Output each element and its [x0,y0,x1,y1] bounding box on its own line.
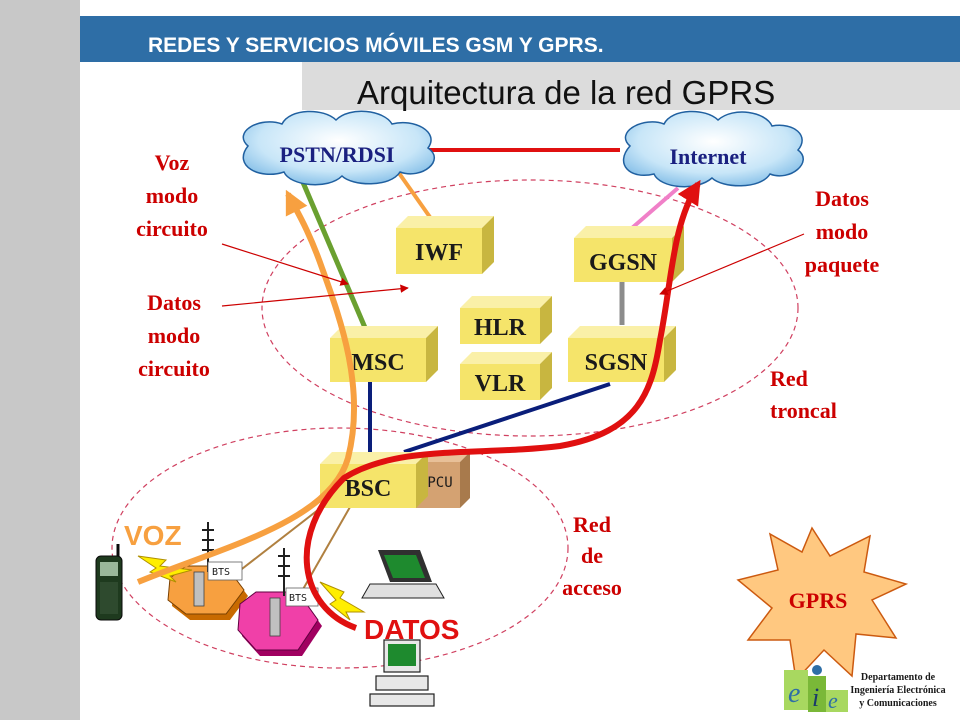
title-band [302,62,960,110]
vlr-label: VLR [475,371,526,397]
voz-label: VOZ [124,520,182,551]
annotation-line: Voz [155,150,190,175]
annotation-line: modo [146,183,199,208]
annotation-line: Red [573,512,611,537]
laptop-icon [361,550,445,599]
department-line: y Comunicaciones [859,698,937,709]
svg-text:e: e [828,688,838,713]
iwf-pstn-link [392,164,434,222]
voz-circuito-pointer [221,243,349,286]
annotation-line: acceso [562,575,622,600]
bts-label-2: BTS [289,593,307,604]
ggsn-node: GGSN [574,226,684,282]
iwf-label: IWF [415,240,463,266]
ggsn-label: GGSN [589,250,658,276]
internet-label: Internet [670,144,748,169]
mobile-phone-icon [95,544,123,621]
bts-label-1: BTS [212,567,230,578]
internet-cloud: Internet [623,110,804,188]
datos-circuito-pointer [221,284,409,307]
annotation-datos-modo-circuito: Datos modo circuito [138,290,210,381]
annotation-red-de-acceso: Red de acceso [562,512,622,600]
lightning-bolt-icon [319,581,366,621]
bsc-label: BSC [345,476,392,502]
access-network-ellipse [111,427,569,669]
hlr-label: HLR [474,315,527,341]
department-name: Departamento de Ingeniería Electrónica y… [850,672,945,709]
gprs-label: GPRS [789,588,848,613]
department-logo: e i e [784,665,848,713]
annotation-line: Red [770,366,808,391]
bts-cell-2: BTS [237,548,322,656]
slide-title: Arquitectura de la red GPRS [357,74,775,111]
course-title: REDES Y SERVICIOS MÓVILES GSM Y GPRS. [148,33,604,57]
data-path-arrow [303,179,701,631]
annotation-line: circuito [138,356,210,381]
bsc-sgsn-link [403,382,611,454]
ggsn-internet-link [630,186,680,230]
sgsn-node: SGSN [568,326,676,382]
annotation-line: paquete [805,252,880,277]
annotation-line: modo [148,323,201,348]
iwf-node: IWF [396,216,494,274]
hlr-node: HLR [460,296,552,344]
annotation-line: Datos [147,290,201,315]
sgsn-label: SGSN [585,350,648,376]
annotation-line: Datos [815,186,869,211]
left-band [0,0,80,720]
annotation-red-troncal: Red troncal [770,366,837,423]
datos-paquete-pointer [659,233,805,295]
bts-cell-1: BTS [167,522,248,620]
annotation-line: circuito [136,216,208,241]
annotation-line: modo [816,219,869,244]
department-line: Departamento de [861,672,936,683]
department-line: Ingeniería Electrónica [850,685,945,696]
gprs-star: GPRS [736,526,909,682]
pstn-label: PSTN/RDSI [280,142,395,167]
msc-label: MSC [351,350,404,376]
svg-text:i: i [812,683,819,712]
pstn-cloud: PSTN/RDSI [242,110,436,186]
desktop-computer-icon [369,639,435,707]
pcu-label: PCU [427,475,452,491]
svg-text:e: e [788,678,800,709]
annotation-datos-modo-paquete: Datos modo paquete [805,186,880,277]
annotation-voz-modo-circuito: Voz modo circuito [136,150,208,241]
msc-pstn-green-link [293,165,369,331]
vlr-node: VLR [460,352,552,400]
annotation-line: troncal [770,398,837,423]
annotation-line: de [581,543,603,568]
core-network-ellipse [261,179,799,437]
header-bar [80,16,960,62]
voice-path-arrow [136,189,357,585]
